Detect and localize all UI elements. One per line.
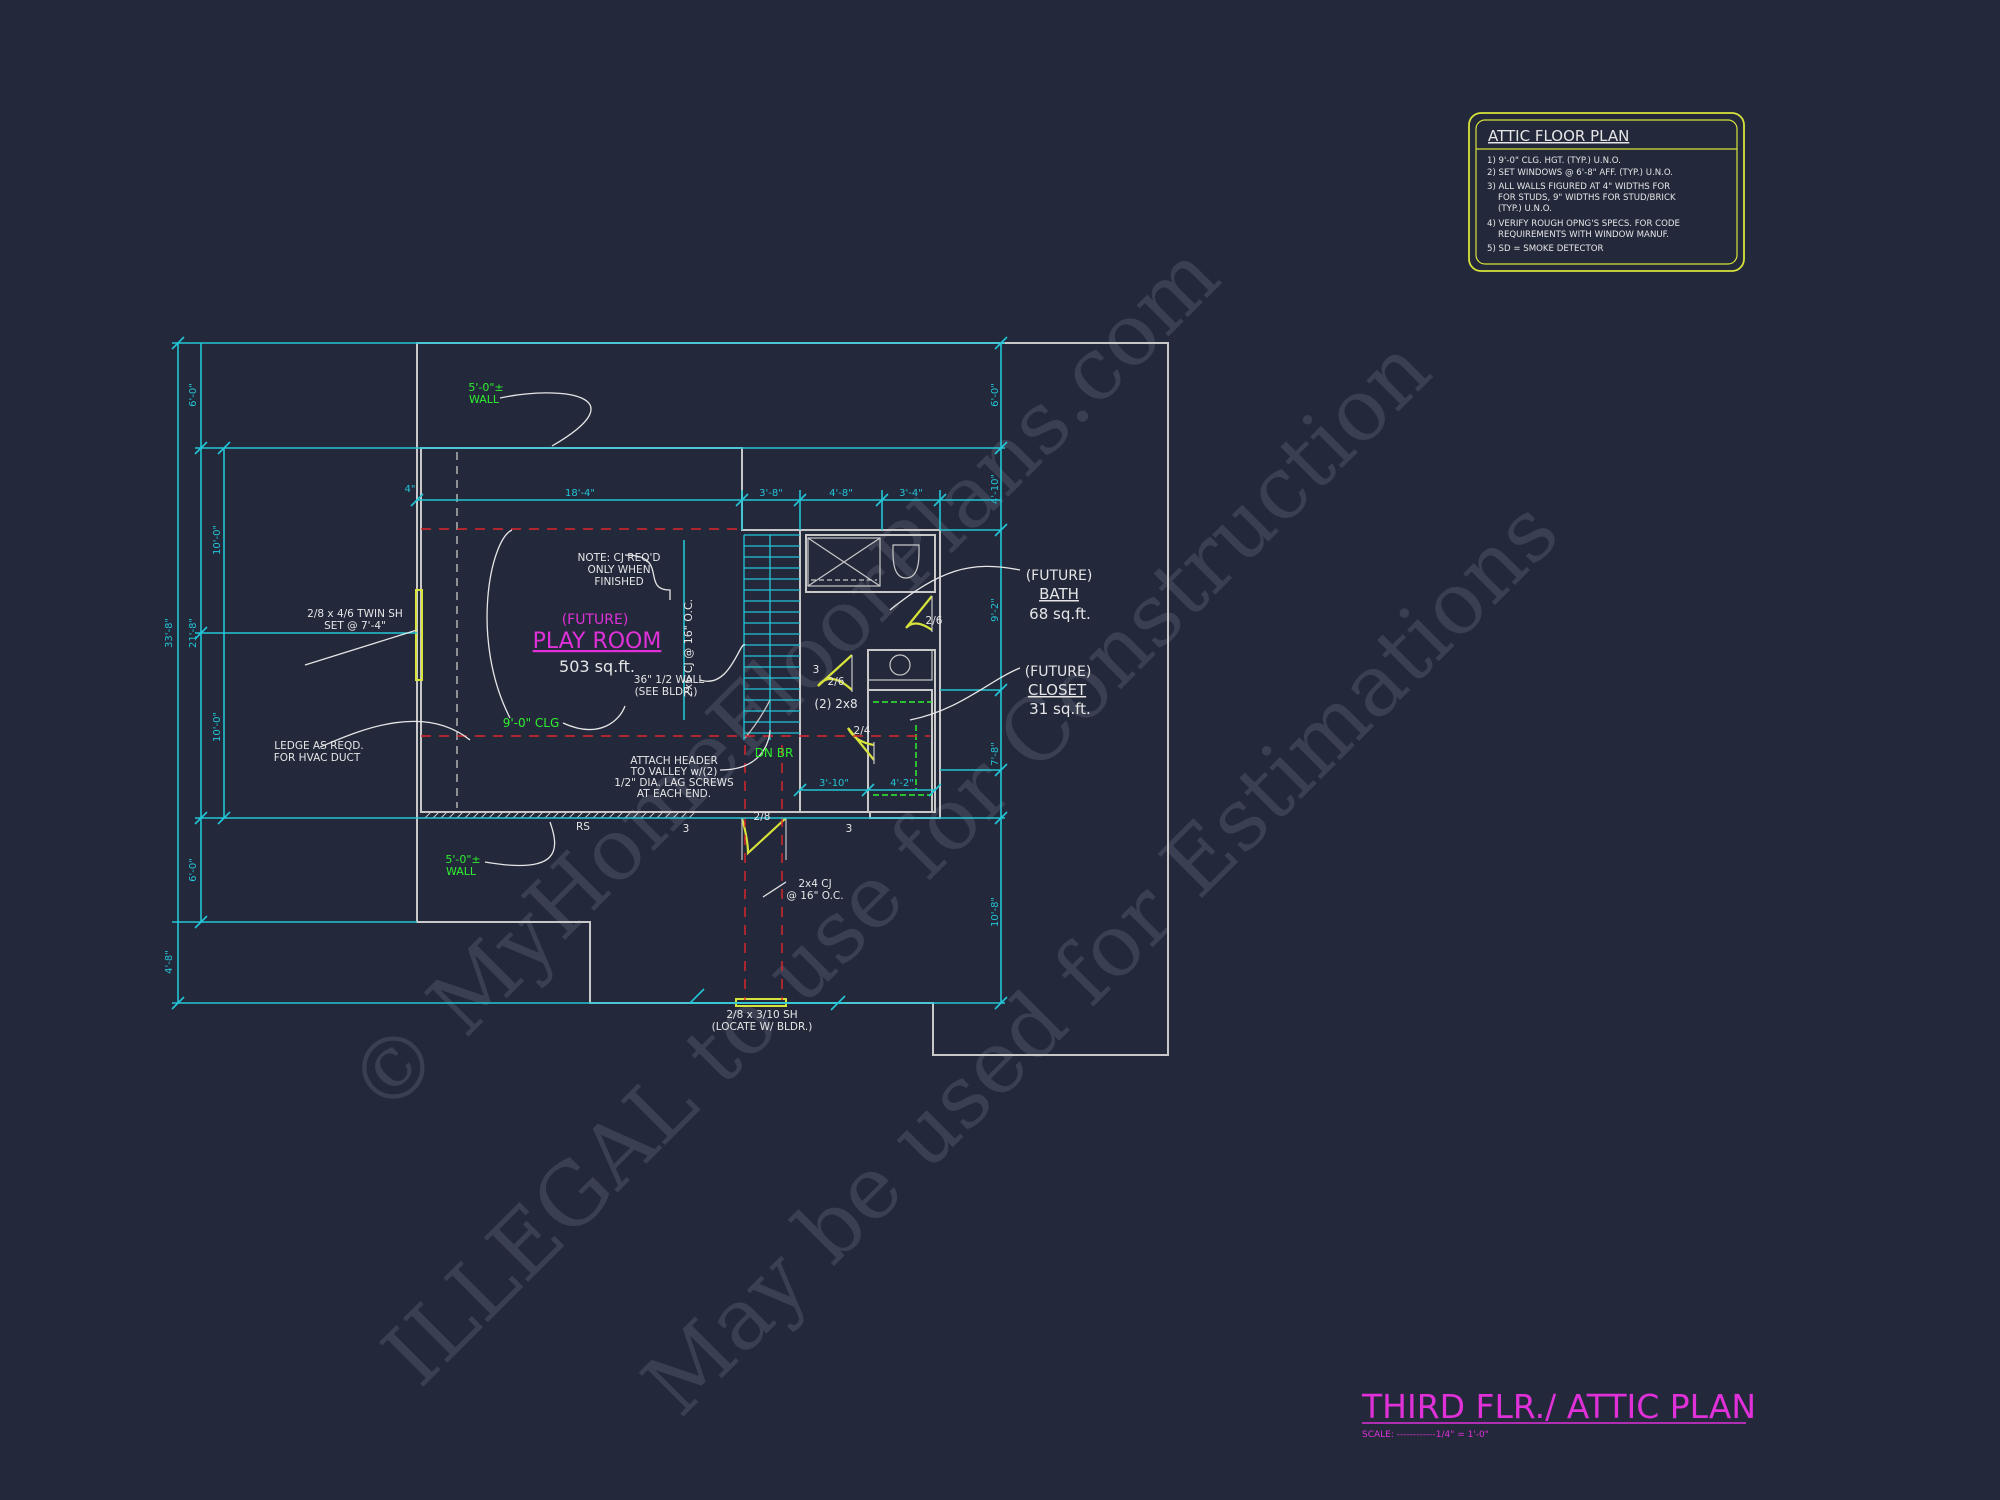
wall-top-label-2: WALL — [469, 393, 500, 406]
dim-bottom-ext: 4'-8" — [164, 950, 175, 974]
drawing-title: THIRD FLR./ ATTIC PLAN — [1361, 1387, 1756, 1426]
header-4: AT EACH END. — [637, 788, 711, 800]
dim-3-4: 3'-4" — [899, 488, 923, 499]
dim-r-9-2: 9'-2" — [990, 598, 1001, 622]
notes-item-4: FOR STUDS, 9" WIDTHS FOR STUD/BRICK — [1498, 193, 1676, 203]
dim-4-2: 4'-2" — [890, 778, 914, 789]
cj-lines — [421, 528, 930, 1000]
dim-r-6-0: 6'-0" — [990, 383, 1001, 407]
ceiling-label: 9'-0" CLG — [503, 716, 560, 730]
note-labels: NOTE: CJ REQ'D ONLY WHEN FINISHED 2/8 x … — [274, 552, 943, 1033]
three-a: 3 — [683, 823, 690, 835]
dim-4-8: 4'-8" — [829, 488, 853, 499]
door-bath-icon — [905, 595, 933, 631]
ledge-1: LEDGE AS REQD. — [274, 740, 363, 752]
room-labels: (FUTURE) PLAY ROOM 503 sq.ft. (FUTURE) B… — [533, 568, 1093, 718]
three-c: 3 — [813, 664, 820, 676]
dim-mid-upper: 10'-0" — [212, 525, 223, 555]
bath-area: 68 sq.ft. — [1029, 605, 1091, 623]
notes-item-7: REQUIREMENTS WITH WINDOW MANUF. — [1498, 230, 1669, 240]
notes-item-6: 4) VERIFY ROUGH OPNG'S SPECS. FOR CODE — [1487, 219, 1680, 229]
wall-half-2: (SEE BLDR.) — [635, 686, 698, 698]
closet-area: 31 sq.ft. — [1029, 700, 1091, 718]
wall-bot-label-2: WALL — [446, 865, 477, 878]
play-room-name: PLAY ROOM — [533, 629, 662, 654]
note-cj-3: FINISHED — [594, 576, 643, 588]
cj-2x4-1: 2x4 CJ — [798, 878, 831, 890]
dim-18-4: 18'-4" — [565, 488, 595, 499]
header-2: TO VALLEY w/(2) — [630, 766, 718, 778]
dim-r-10-8: 10'-8" — [990, 897, 1001, 927]
dim-3-10: 3'-10" — [819, 778, 849, 789]
dim-4in: 4" — [405, 484, 416, 495]
dimension-ticks — [171, 336, 1008, 1011]
bath-fixtures — [807, 537, 933, 681]
leader-lines — [304, 392, 1021, 898]
window-left-icon — [415, 589, 423, 681]
notes-box: ATTIC FLOOR PLAN 1) 9'-0" CLG. HGT. (TYP… — [1468, 112, 1745, 272]
closet-name: CLOSET — [1028, 681, 1087, 699]
door-26b: 2/6 — [828, 676, 845, 688]
wall-top-label-1: 5'-0"± — [468, 381, 503, 394]
header-3: 1/2" DIA. LAG SCREWS — [614, 777, 734, 789]
window-bot-1: 2/8 x 3/10 SH — [726, 1009, 797, 1021]
sink-icon — [889, 654, 911, 676]
notes-item-2: 2) SET WINDOWS @ 6'-8" AFF. (TYP.) U.N.O… — [1487, 168, 1673, 178]
green-labels: 5'-0"± WALL 5'-0"± WALL 9'-0" CLG DN BR — [445, 381, 793, 878]
dim-3-8: 3'-8" — [759, 488, 783, 499]
note-cj-2: ONLY WHEN — [587, 564, 650, 576]
door-main-icon — [740, 817, 787, 856]
note-cj-1: NOTE: CJ REQ'D — [578, 552, 661, 564]
notes-item-1: 1) 9'-0" CLG. HGT. (TYP.) U.N.O. — [1487, 156, 1621, 166]
rs-label: RS — [576, 821, 590, 833]
two-2x8: (2) 2x8 — [814, 697, 857, 711]
bath-future: (FUTURE) — [1026, 568, 1093, 584]
dimension-lines — [172, 342, 1005, 1004]
window-left-2: SET @ 7'-4" — [324, 620, 386, 632]
watermark-layer: © MyHomeFloorPlans.com ILLEGAL to use fo… — [329, 225, 1578, 1434]
ledge-2: FOR HVAC DUCT — [274, 752, 361, 764]
door-24: 2/4 — [854, 725, 871, 737]
toilet-icon — [892, 544, 920, 579]
three-b: 3 — [846, 823, 853, 835]
drawing-scale: SCALE: ------------1/4" = 1'-0" — [1362, 1430, 1489, 1440]
door-28: 2/8 — [754, 811, 771, 823]
play-room-area: 503 sq.ft. — [559, 657, 635, 676]
title-block: THIRD FLR./ ATTIC PLAN SCALE: ----------… — [1361, 1387, 1756, 1440]
wall-half-1: 36" 1/2 WALL — [634, 674, 705, 686]
dim-bot-left: 6'-0" — [188, 858, 199, 882]
stairs — [743, 534, 800, 740]
wall-bot-label-1: 5'-0"± — [445, 853, 480, 866]
cj-2x4-2: @ 16" O.C. — [786, 890, 843, 902]
notes-title: ATTIC FLOOR PLAN — [1488, 127, 1629, 145]
dim-r-4-10: 4'-10" — [990, 474, 1001, 504]
dim-overall: 33'-8" — [164, 618, 175, 648]
dn-br-label: DN BR — [755, 746, 794, 760]
bath-name: BATH — [1039, 585, 1079, 603]
closet-future: (FUTURE) — [1025, 664, 1092, 680]
notes-item-5: (TYP.) U.N.O. — [1498, 204, 1552, 214]
cj-vertical: 2x6 CJ @ 16" O.C. — [682, 599, 695, 697]
door-closet-a-icon — [817, 654, 853, 691]
header-1: ATTACH HEADER — [630, 755, 718, 767]
window-bot-2: (LOCATE W/ BLDR.) — [712, 1021, 813, 1033]
dim-top-left: 6'-0" — [188, 383, 199, 407]
watermark-illegal: ILLEGAL to use for Construction — [364, 319, 1450, 1405]
dimension-labels: 33'-8" 21'-8" 6'-0" 10'-0" 10'-0" 6'-0" … — [164, 383, 1001, 974]
dim-r-7-8: 7'-8" — [990, 742, 1001, 766]
door-frames — [741, 596, 933, 860]
doors — [740, 595, 933, 856]
notes-item-8: 5) SD = SMOKE DETECTOR — [1487, 244, 1603, 254]
door-26a: 2/6 — [926, 615, 943, 627]
play-room-future: (FUTURE) — [562, 612, 629, 628]
window-left-1: 2/8 x 4/6 TWIN SH — [307, 608, 403, 620]
door-closet-b-icon — [847, 727, 875, 761]
dim-mid-lower: 10'-0" — [212, 712, 223, 742]
notes-item-3: 3) ALL WALLS FIGURED AT 4" WIDTHS FOR — [1487, 182, 1670, 192]
dim-inner: 21'-8" — [188, 618, 199, 648]
